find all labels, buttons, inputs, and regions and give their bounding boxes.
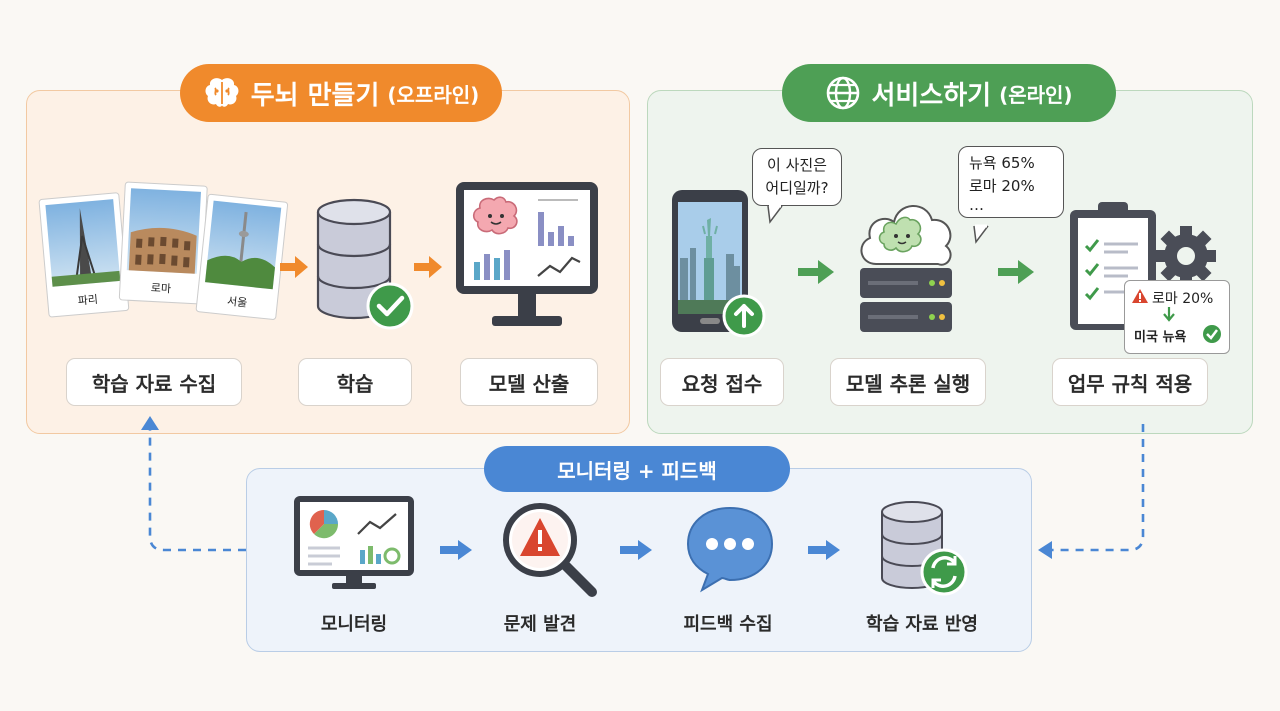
database-refresh-icon	[881, 501, 968, 596]
arrow-right-icon	[620, 540, 652, 560]
result-line-3: …	[969, 196, 984, 214]
arrow-down-icon	[1163, 307, 1175, 322]
offline-header: 두뇌 만들기 (오프라인)	[180, 64, 502, 122]
arrow-right-icon	[414, 256, 442, 278]
rome-photo: 로마	[118, 181, 208, 305]
step-collect-feedback: 피드백 수집	[683, 614, 773, 635]
seoul-photo: 서울	[195, 193, 289, 320]
offline-subtitle: (오프라인)	[387, 82, 480, 107]
rule-after: 미국 뉴욕	[1134, 330, 1187, 345]
step-collect-data: 학습 자료 수집	[66, 358, 242, 406]
magnifier-warning-icon	[503, 503, 597, 597]
rule-before: 로마 20%	[1152, 291, 1214, 307]
question-line-1: 이 사진은	[767, 156, 827, 174]
online-header: 서비스하기 (온라인)	[782, 64, 1116, 122]
database-check-icon	[316, 198, 414, 330]
offline-title: 두뇌 만들기	[250, 80, 380, 111]
chat-bubble-icon	[686, 506, 774, 593]
step-apply-to-data: 학습 자료 반영	[866, 614, 978, 635]
step-run-inference: 모델 추론 실행	[830, 358, 986, 406]
step-model-output: 모델 산출	[460, 358, 598, 406]
paris-photo: 파리	[38, 192, 130, 318]
result-line-2: 로마 20%	[969, 177, 1035, 195]
question-line-2: 어디일까?	[765, 179, 829, 197]
monitoring-dashboard-icon	[294, 496, 414, 589]
photo-label-paris: 파리	[77, 293, 98, 308]
online-title: 서비스하기	[871, 80, 992, 111]
bubble-tail	[973, 224, 989, 244]
result-line-1: 뉴욕 65%	[969, 154, 1035, 172]
warning-icon	[1132, 289, 1148, 303]
question-bubble: 이 사진은 어디일까?	[752, 148, 842, 206]
step-apply-rules: 업무 규칙 적용	[1052, 358, 1208, 406]
photo-label-seoul: 서울	[226, 295, 247, 310]
step-train: 학습	[298, 358, 412, 406]
cloud-server-icon	[860, 205, 952, 332]
photo-label-rome: 로마	[150, 281, 171, 295]
step-receive-request: 요청 접수	[660, 358, 784, 406]
step-find-issue: 문제 발견	[503, 614, 577, 635]
result-bubble: 뉴욕 65% 로마 20% …	[958, 146, 1064, 218]
brain-icon	[205, 78, 239, 107]
online-subtitle: (온라인)	[999, 82, 1073, 107]
phone-upload-icon	[672, 190, 766, 338]
monitor-brain-icon	[456, 182, 598, 326]
arrow-right-icon	[440, 540, 472, 560]
monitor-header: 모니터링 + 피드백	[484, 446, 790, 492]
arrow-right-icon	[798, 260, 834, 284]
globe-icon	[827, 76, 860, 110]
monitor-title: 모니터링 + 피드백	[557, 458, 717, 483]
arrow-right-icon	[808, 540, 840, 560]
check-icon	[1203, 325, 1221, 343]
step-monitoring: 모니터링	[320, 614, 388, 635]
photos-group: 파리 로마 서울	[38, 181, 289, 320]
arrow-right-icon	[280, 256, 308, 278]
arrow-right-icon	[998, 260, 1034, 284]
bubble-tail	[767, 204, 783, 224]
